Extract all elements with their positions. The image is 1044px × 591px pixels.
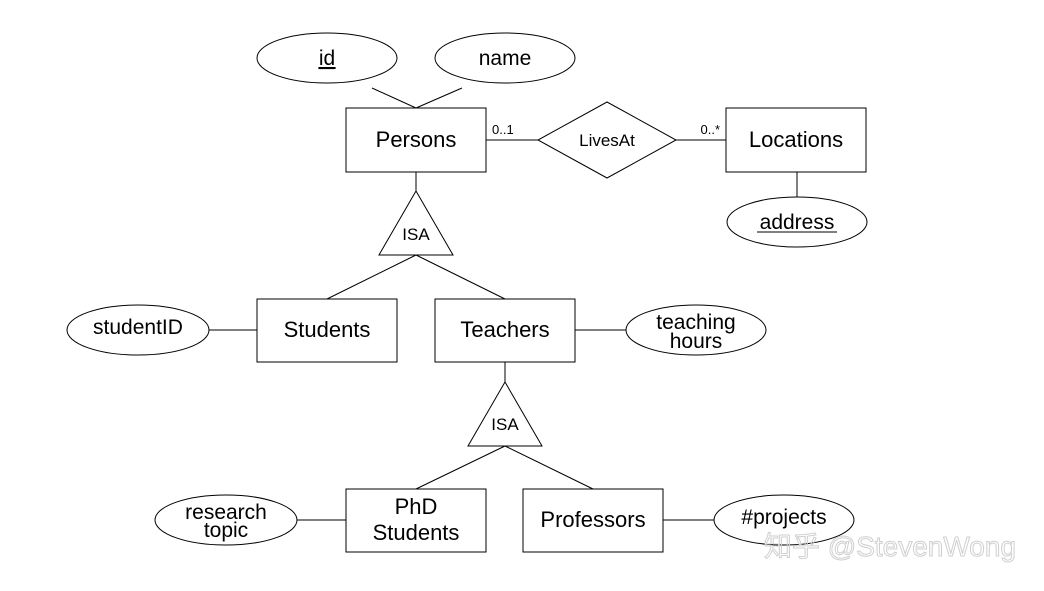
attribute-teaching-hours: teaching hours — [625, 304, 767, 356]
watermark-text: 知乎 @StevenWong — [764, 531, 1016, 562]
isa-persons-label: ISA — [402, 225, 430, 244]
entity-locations-label: Locations — [749, 127, 843, 152]
entity-teachers: Teachers — [434, 298, 576, 363]
entity-phd-students: PhD Students — [345, 488, 487, 553]
attribute-address: address — [726, 196, 868, 248]
attribute-teaching-hours-line1: teaching — [656, 311, 735, 334]
attribute-name-label: name — [479, 47, 532, 70]
cardinality-locations: 0..* — [700, 122, 720, 137]
relationship-livesat-label: LivesAt — [579, 131, 635, 150]
attribute-studentid: studentID — [66, 304, 210, 356]
entity-phd-students-line2: Students — [373, 520, 460, 545]
edge-name-persons — [415, 87, 463, 109]
entity-persons: Persons — [345, 107, 487, 173]
edge-isa-phd — [415, 445, 506, 490]
cardinality-persons: 0..1 — [492, 122, 514, 137]
attribute-projects: #projects — [713, 494, 855, 546]
entity-professors-label: Professors — [540, 507, 645, 532]
attribute-id-label: id — [319, 47, 335, 70]
entity-locations: Locations — [725, 107, 867, 173]
entity-persons-label: Persons — [376, 127, 457, 152]
entity-phd-students-line1: PhD — [395, 494, 438, 519]
isa-teachers-label: ISA — [491, 415, 519, 434]
edge-isa-students — [326, 254, 417, 300]
diagram-edges — [209, 87, 798, 521]
attribute-projects-label: #projects — [741, 506, 826, 529]
attribute-studentid-label: studentID — [93, 316, 183, 339]
attribute-name: name — [434, 32, 576, 84]
attribute-address-label: address — [760, 211, 835, 234]
attribute-id: id — [256, 32, 398, 84]
relationship-livesat: LivesAt — [536, 101, 678, 179]
attribute-research-topic-line2: topic — [204, 519, 248, 542]
attribute-research-topic-line1: research — [185, 501, 267, 524]
attribute-research-topic: research topic — [154, 494, 298, 546]
edge-id-persons — [371, 87, 417, 109]
entity-teachers-label: Teachers — [460, 317, 549, 342]
isa-persons: ISA — [378, 190, 454, 256]
edge-isa-professors — [504, 445, 594, 490]
edge-isa-teachers — [415, 254, 506, 300]
attribute-teaching-hours-line2: hours — [670, 330, 723, 353]
entity-students: Students — [256, 298, 398, 363]
entity-professors: Professors — [522, 488, 664, 553]
isa-teachers: ISA — [467, 381, 543, 447]
entity-students-label: Students — [284, 317, 371, 342]
